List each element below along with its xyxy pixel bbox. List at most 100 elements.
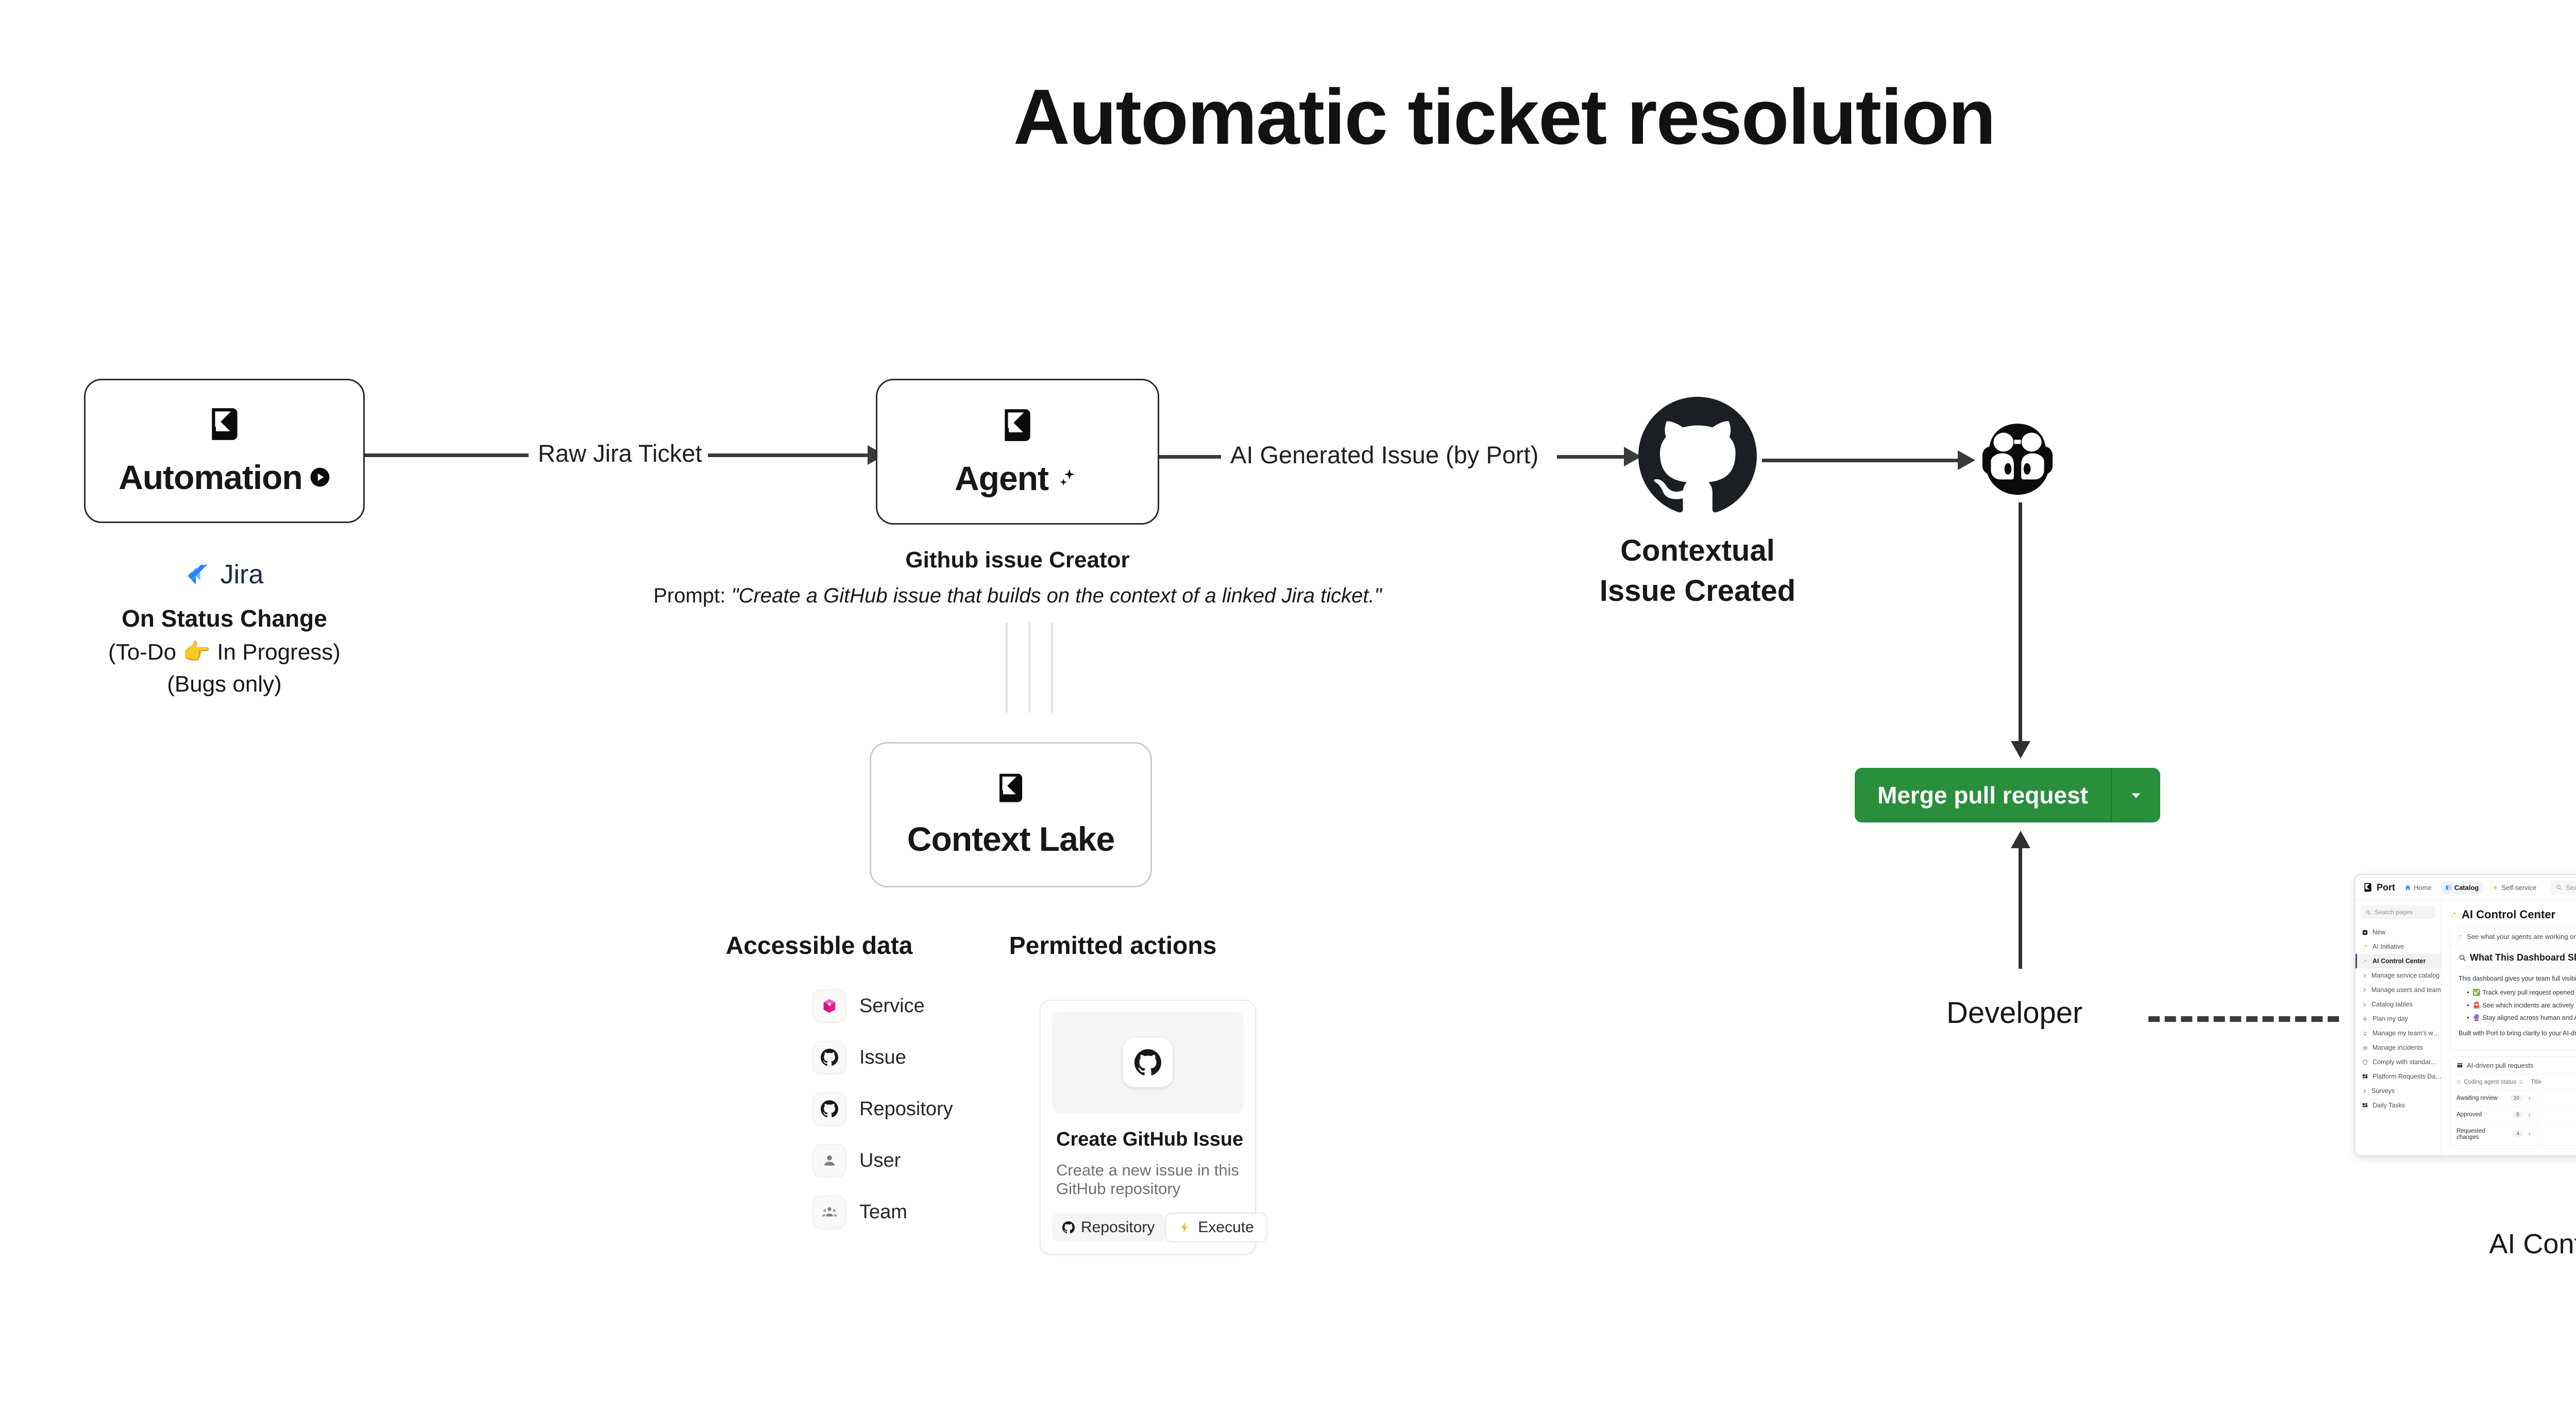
play-badge-icon — [310, 467, 330, 488]
github-copilot-icon[interactable] — [1973, 418, 2062, 503]
list-item-label: User — [859, 1149, 901, 1171]
jira-icon — [185, 561, 213, 589]
table-header-row: Coding agent status Title Pull Request U… — [2450, 1074, 2576, 1090]
automation-trigger-scope: (Bugs only) — [167, 671, 282, 697]
markdown-bullet: •🔮 Stay aligned across human and AI cont… — [2467, 1014, 2576, 1023]
list-item-label: Service — [859, 995, 925, 1017]
table-row[interactable]: Approved 5 — [2450, 1106, 2576, 1123]
github-icon — [1062, 1221, 1075, 1234]
developer-label: Developer — [1946, 996, 2083, 1030]
sidebar-item-manage-incidents[interactable]: Manage incidents — [2355, 1040, 2441, 1055]
sidebar-search-input[interactable]: Search pages — [2361, 905, 2436, 919]
action-card-create-github-issue[interactable]: Create GitHub Issue Create a new issue i… — [1040, 1000, 1267, 1255]
dashboard-thumbnail[interactable]: Port Home Catalog Self-service — [2354, 874, 2576, 1156]
chevron-right-icon[interactable] — [2527, 1113, 2532, 1117]
dashboard-markdown-body: What This Dashboard Shows This dashboard… — [2450, 946, 2576, 1050]
chevron-right-icon[interactable] — [2527, 1096, 2532, 1101]
table-cell-count: 4 — [2513, 1131, 2523, 1138]
sidebar-item-label: Manage service catalog — [2371, 972, 2440, 979]
chevron-right-icon[interactable] — [2527, 1132, 2532, 1136]
action-card-repository-chip[interactable]: Repository — [1052, 1214, 1165, 1241]
table-column-header[interactable]: Title — [2531, 1079, 2542, 1085]
sidebar-item-label: Platform Requests Da… — [2372, 1073, 2442, 1080]
sidebar-item-platform-requests-dashboard[interactable]: Platform Requests Da… — [2355, 1069, 2441, 1084]
execute-button[interactable]: Execute — [1165, 1213, 1267, 1242]
agent-prompt-prefix: Prompt: — [653, 584, 732, 607]
table-row[interactable]: Awaiting review 20 — [2450, 1090, 2576, 1107]
list-item-label: Issue — [859, 1046, 906, 1068]
nav-item-catalog-label: Catalog — [2454, 883, 2479, 892]
bullet-dot: • — [2467, 1001, 2469, 1009]
agent-name: Github issue Creator — [905, 547, 1130, 573]
nav-item-catalog[interactable]: Catalog — [2441, 881, 2483, 894]
port-logo-icon — [994, 771, 1028, 805]
sidebar-item-daily-tasks[interactable]: Daily Tasks — [2355, 1098, 2441, 1113]
user-icon — [813, 1144, 846, 1177]
merge-pull-request-button[interactable]: Merge pull request — [1855, 768, 2160, 822]
list-item[interactable]: Issue — [813, 1041, 953, 1074]
sidebar-item-ai-control-center[interactable]: AI Control Center — [2355, 954, 2441, 968]
sparkle-icon — [2450, 911, 2458, 919]
list-item[interactable]: Repository — [813, 1092, 953, 1125]
github-node[interactable] — [1638, 397, 1757, 518]
sidebar-item-surveys[interactable]: Surveys — [2355, 1084, 2441, 1098]
page-title: Automatic ticket resolution — [1013, 73, 1996, 161]
sidebar-item-label: AI Control Center — [2372, 957, 2426, 965]
dashboard-table-title: AI-driven pull requests — [2467, 1061, 2534, 1069]
github-caption: Contextual Issue Created — [1489, 531, 1906, 612]
sidebar-item-ai-initiative[interactable]: AI Initiative — [2355, 939, 2441, 954]
github-caption-line1: Contextual — [1620, 534, 1775, 567]
edge-line-copilot-merge — [2019, 502, 2022, 755]
merge-pull-request-label[interactable]: Merge pull request — [1855, 768, 2112, 822]
table-row[interactable]: Requested changes 4 — [2450, 1123, 2576, 1145]
edge-label-raw-jira-ticket: Raw Jira Ticket — [529, 439, 711, 467]
sidebar-item-plan-my-day[interactable]: Plan my day — [2355, 1012, 2441, 1026]
node-context-lake[interactable]: Context Lake — [870, 742, 1152, 887]
dashboard-markdown-panel: See what your agents are working on What… — [2450, 928, 2576, 1050]
edge-line-raw-jira-b — [708, 453, 868, 457]
nav-item-home-label: Home — [2414, 883, 2432, 892]
sidebar-item-label: Manage users and teams — [2371, 986, 2442, 994]
dashboard-topbar: Port Home Catalog Self-service — [2355, 875, 2576, 900]
edge-arrow-github-copilot — [1958, 450, 1975, 470]
list-item[interactable]: User — [813, 1144, 953, 1177]
markdown-bullet: •🚨 See which incidents are actively bein… — [2467, 1001, 2576, 1011]
sidebar-item-manage-service-catalog[interactable]: Manage service catalog — [2355, 968, 2441, 983]
nav-item-home[interactable]: Home — [2400, 881, 2436, 894]
markdown-heading-row: What This Dashboard Shows — [2459, 952, 2576, 968]
list-item[interactable]: Team — [813, 1196, 953, 1229]
edge-arrow-developer-merge — [2011, 831, 2030, 848]
dashboard-panel-header-label: See what your agents are working on — [2467, 933, 2576, 940]
lightning-icon — [2492, 884, 2499, 891]
table-column-header[interactable]: Coding agent status — [2464, 1079, 2517, 1085]
agent-caption-block: Github issue Creator Prompt: "Create a G… — [649, 547, 1386, 608]
sidebar-item-label: Catalog tables — [2371, 1001, 2413, 1008]
sidebar-item-manage-users-and-teams[interactable]: Manage users and teams — [2355, 983, 2441, 997]
list-item[interactable]: Service — [813, 989, 953, 1022]
table-cell-status: Approved 5 — [2450, 1106, 2538, 1123]
sidebar-item-comply-with-standards[interactable]: Comply with standar… — [2355, 1055, 2441, 1069]
dashboard-page-header: AI Control Center Widget — [2450, 907, 2576, 921]
permitted-actions-heading: Permitted actions — [1009, 932, 1217, 960]
sidebar-item-catalog-tables[interactable]: Catalog tables — [2355, 997, 2441, 1012]
node-agent[interactable]: Agent — [876, 379, 1159, 525]
sidebar-item-manage-my-teams-work[interactable]: Manage my team's w… — [2355, 1026, 2441, 1040]
nav-item-self-service[interactable]: Self-service — [2488, 881, 2540, 894]
list-item-label: Team — [859, 1201, 907, 1223]
sidebar-item-new[interactable]: New — [2355, 925, 2441, 939]
markdown-heading: What This Dashboard Shows — [2470, 952, 2576, 963]
execute-button-label: Execute — [1198, 1219, 1254, 1236]
team-icon — [2362, 1030, 2368, 1037]
dashboard-brand[interactable]: Port — [2363, 882, 2395, 893]
dashboard-table-panel: AI-driven pull requests Coding agent sta… — [2450, 1056, 2576, 1146]
search-input[interactable]: Search ⌘ K — [2551, 880, 2576, 895]
info-icon — [2519, 1080, 2523, 1084]
markdown-bullet-text: ✅ Track every pull request opened or mod… — [2472, 989, 2576, 997]
team-icon — [813, 1196, 846, 1229]
chevron-down-icon[interactable] — [2111, 768, 2160, 822]
github-icon — [813, 1041, 846, 1074]
node-automation[interactable]: Automation — [84, 379, 365, 523]
github-icon — [813, 1092, 846, 1125]
table-cell-title — [2538, 1130, 2576, 1139]
